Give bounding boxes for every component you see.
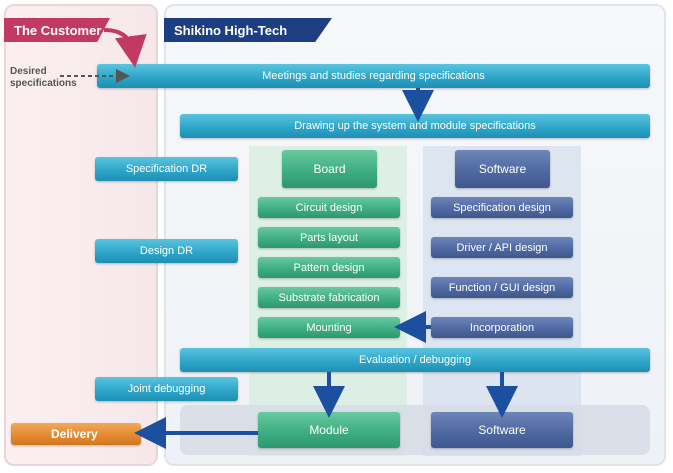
evaluation-bar: Evaluation / debugging [180,348,650,372]
company-header: Shikino High-Tech [164,18,332,42]
board-step-mounting: Mounting [258,317,400,338]
board-step-circuit-design: Circuit design [258,197,400,218]
meetings-bar: Meetings and studies regarding specifica… [97,64,650,88]
module-output-box: Module [258,412,400,448]
board-step-pattern-design: Pattern design [258,257,400,278]
joint-debugging-box: Joint debugging [95,377,238,401]
spec-dr-box: Specification DR [95,157,238,181]
delivery-box: Delivery [11,423,141,445]
customer-header: The Customer [4,18,110,42]
software-step-incorporation: Incorporation [431,317,573,338]
customer-request-arrow [103,28,147,68]
software-step-specification-design: Specification design [431,197,573,218]
software-output-box: Software [431,412,573,448]
software-step-driver-api-design: Driver / API design [431,237,573,258]
board-step-parts-layout: Parts layout [258,227,400,248]
board-title-box: Board [282,150,377,188]
design-dr-box: Design DR [95,239,238,263]
software-step-function-gui-design: Function / GUI design [431,277,573,298]
software-title-box: Software [455,150,550,188]
drawing-bar: Drawing up the system and module specifi… [180,114,650,138]
board-step-substrate-fabrication: Substrate fabrication [258,287,400,308]
desired-specifications-label: Desired specifications [10,66,77,89]
